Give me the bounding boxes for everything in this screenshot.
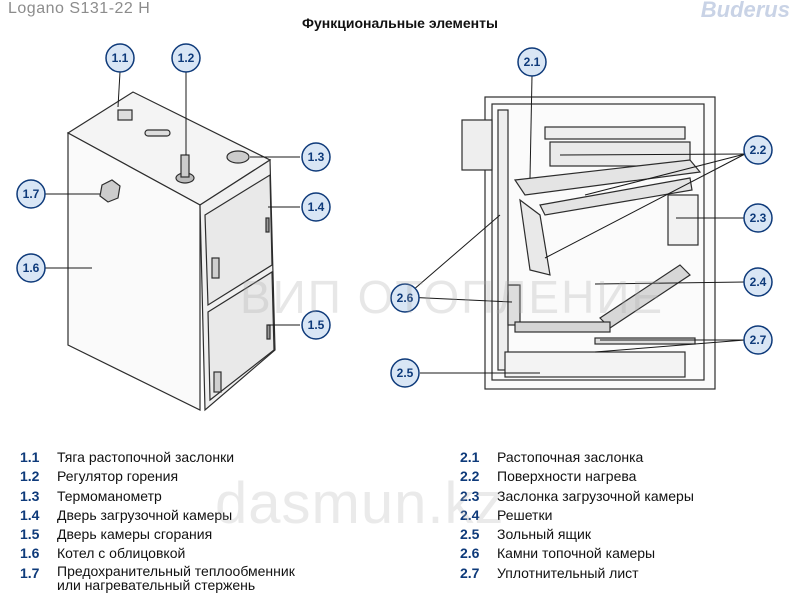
watermark-center: ВИП ОТОПЛЕНИЕ xyxy=(240,271,665,323)
boiler-left-side xyxy=(67,131,201,411)
model-name: Logano S131-22 H xyxy=(8,0,151,17)
boiler-diagram: 1.1 1.2 1.3 1.4 1.5 1.7 1.6 2.1 2.2 2.3 … xyxy=(16,43,773,412)
callout-badges xyxy=(16,43,773,388)
seal-sheet xyxy=(594,337,696,345)
charging-damper xyxy=(667,194,699,246)
callout-1-6: 1.6 xyxy=(23,261,40,275)
heating-surface-diagonal xyxy=(513,159,702,196)
door-handle-upper xyxy=(211,257,220,279)
boiler-exterior xyxy=(66,91,276,412)
door-handle-lower xyxy=(213,371,222,393)
callout-1-5: 1.5 xyxy=(308,318,325,332)
callout-1-4: 1.4 xyxy=(308,200,325,214)
combustion-door xyxy=(207,270,275,402)
callout-2-5: 2.5 xyxy=(397,366,414,380)
loading-door xyxy=(204,173,273,307)
callout-2-4: 2.4 xyxy=(750,275,767,289)
callout-2-2: 2.2 xyxy=(750,143,767,157)
callout-2-3: 2.3 xyxy=(750,211,767,225)
callout-2-1: 2.1 xyxy=(524,55,541,69)
callout-1-7: 1.7 xyxy=(23,187,40,201)
page-title: Функциональные элементы xyxy=(302,15,498,31)
brand-logo: Buderus xyxy=(700,0,790,22)
watermark-bottom: dasmun.kz xyxy=(215,471,505,536)
thermomanometer-gauge xyxy=(226,150,250,164)
callout-2-7: 2.7 xyxy=(750,333,767,347)
damper-rod xyxy=(117,109,133,121)
callout-1-1: 1.1 xyxy=(112,51,129,65)
callout-2-6: 2.6 xyxy=(397,291,414,305)
callout-1-2: 1.2 xyxy=(178,51,195,65)
callout-1-3: 1.3 xyxy=(308,150,325,164)
safety-exchanger-fitting xyxy=(99,179,121,203)
chamber-stones xyxy=(507,284,521,326)
